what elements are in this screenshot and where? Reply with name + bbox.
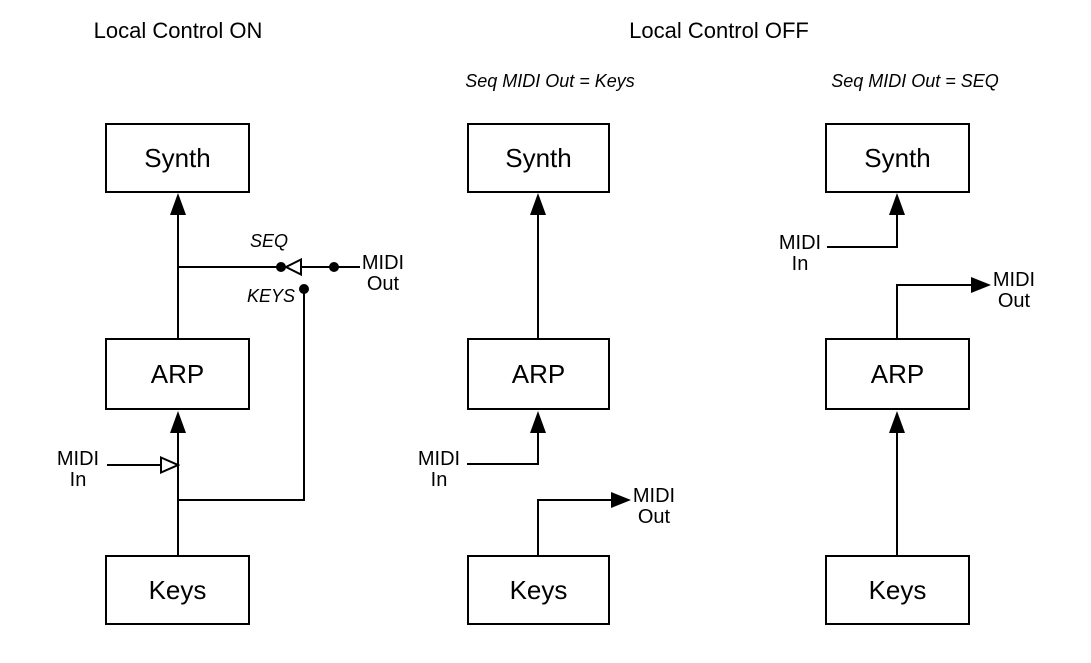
synth-label: Synth: [864, 142, 931, 173]
arp-label: ARP: [511, 358, 566, 389]
midi-out-label: MIDI Out: [988, 270, 1040, 312]
synth-label: Synth: [144, 142, 211, 173]
keys-label: Keys: [509, 574, 568, 605]
switch-pole-dot: [329, 262, 339, 272]
wire-midi-in: [107, 464, 161, 466]
arrowhead-up-icon: [530, 193, 546, 215]
midi-out-label: MIDI Out: [357, 253, 409, 295]
arrowhead-up-icon: [889, 411, 905, 433]
midi-out-line2: Out: [997, 290, 1031, 312]
midi-in-line2: In: [791, 253, 809, 275]
wire-seq-branch: [178, 266, 281, 268]
wire-arp-out-horizontal: [897, 284, 971, 286]
wire-midi-in-horizontal: [467, 463, 539, 465]
wire-keys-out-vertical: [537, 499, 539, 555]
midi-in-label: MIDI In: [413, 449, 465, 491]
midi-in-label: MIDI In: [774, 233, 826, 275]
wire-midi-in-vertical: [896, 214, 898, 248]
synth-label: Synth: [505, 142, 572, 173]
arrowhead-up-icon: [889, 193, 905, 215]
midi-out-label: MIDI Out: [628, 486, 680, 528]
midi-in-line2: In: [69, 469, 87, 491]
open-arrowhead-right-icon: [160, 456, 180, 474]
wire-keys-contact-to-trunk: [177, 499, 305, 501]
arrowhead-right-icon: [611, 492, 631, 508]
title-local-control-off: Local Control OFF: [629, 18, 809, 43]
midi-in-line1: MIDI: [778, 232, 822, 254]
keys-label: Keys: [868, 574, 927, 605]
seq-contact-dot: [276, 262, 286, 272]
wire-keys-to-arp: [896, 433, 898, 555]
keys-contact-label: KEYS: [246, 286, 296, 306]
keys-box: Keys: [105, 555, 250, 625]
keys-box: Keys: [825, 555, 970, 625]
midi-in-line2: In: [430, 469, 448, 491]
keys-label: Keys: [148, 574, 207, 605]
midi-in-line1: MIDI: [417, 448, 461, 470]
wire-keys-contact-down: [303, 289, 305, 500]
wire-arp-out-vertical: [896, 284, 898, 338]
midi-out-line1: MIDI: [361, 252, 405, 274]
synth-box: Synth: [825, 123, 970, 193]
arp-box: ARP: [467, 338, 610, 410]
arp-box: ARP: [105, 338, 250, 410]
arp-label: ARP: [870, 358, 925, 389]
synth-box: Synth: [105, 123, 250, 193]
keys-box: Keys: [467, 555, 610, 625]
subtitle-seq-midi-out-keys: Seq MIDI Out = Keys: [465, 71, 635, 91]
arrowhead-right-icon: [971, 277, 991, 293]
arrowhead-up-icon: [530, 411, 546, 433]
subtitle-seq-midi-out-seq: Seq MIDI Out = SEQ: [831, 71, 999, 91]
title-local-control-on: Local Control ON: [93, 18, 263, 43]
midi-out-line2: Out: [366, 273, 400, 295]
arp-label: ARP: [150, 358, 205, 389]
wire-midi-in-horizontal: [827, 246, 897, 248]
wire-arp-to-synth: [537, 214, 539, 338]
wire-keys-out-horizontal: [537, 499, 611, 501]
wire-midi-in-vertical: [537, 431, 539, 465]
midi-out-line1: MIDI: [632, 485, 676, 507]
synth-box: Synth: [467, 123, 610, 193]
arp-box: ARP: [825, 338, 970, 410]
wire-keys-to-arp: [177, 433, 179, 555]
seq-contact-label: SEQ: [249, 231, 288, 251]
arrowhead-up-icon: [170, 411, 186, 433]
midi-out-line2: Out: [637, 506, 671, 528]
wire-arp-to-synth: [177, 214, 179, 338]
midi-in-label: MIDI In: [52, 449, 104, 491]
midi-in-line1: MIDI: [56, 448, 100, 470]
midi-out-line1: MIDI: [992, 269, 1036, 291]
arrowhead-up-icon: [170, 193, 186, 215]
